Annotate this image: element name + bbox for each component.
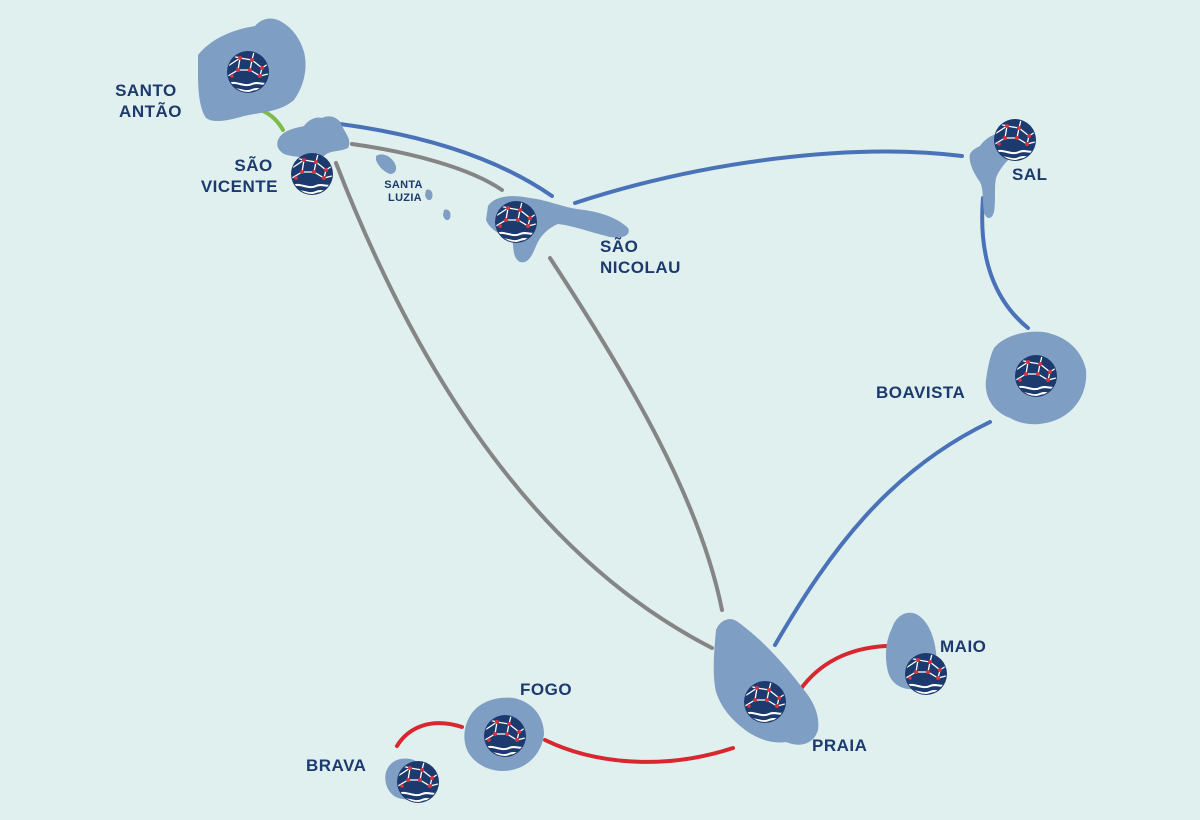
route-sao-nicolau-sal — [573, 149, 964, 205]
route-sao-vicente-praia — [334, 161, 714, 650]
label-praia: PRAIA — [812, 736, 867, 755]
route-fogo-brava — [395, 721, 464, 748]
route-sao-vicente-sao-nicolau-grey — [350, 142, 504, 192]
label-brava: BRAVA — [306, 756, 366, 775]
ferry-routes — [253, 106, 1030, 764]
globe-wave-network-icon — [905, 653, 948, 695]
island-labels: SANTO ANTÃO SÃO VICENTE SANTA LUZIA SÃO … — [115, 81, 1047, 775]
label-santo-antao: SANTO ANTÃO — [115, 81, 182, 121]
label-sao-vicente: SÃO VICENTE — [201, 155, 278, 196]
label-boavista: BOAVISTA — [876, 383, 965, 402]
island-santa-luzia — [376, 154, 397, 174]
label-maio: MAIO — [940, 637, 986, 656]
label-fogo: FOGO — [520, 680, 572, 699]
route-boavista-praia — [773, 420, 992, 647]
route-sal-boavista — [980, 196, 1030, 330]
globe-wave-network-icon — [994, 119, 1037, 161]
route-praia-fogo — [543, 738, 735, 764]
label-sal: SAL — [1012, 165, 1048, 184]
island-badges — [227, 51, 1058, 803]
globe-wave-network-icon — [397, 761, 440, 803]
label-sao-nicolau: SÃO NICOLAU — [600, 236, 681, 277]
globe-wave-network-icon — [291, 153, 334, 195]
island-sao-vicente — [277, 116, 350, 158]
route-sao-nicolau-praia — [548, 256, 724, 612]
route-sao-vicente-sao-nicolau-blue — [338, 122, 554, 198]
route-praia-maio — [798, 644, 888, 692]
label-santa-luzia: SANTA LUZIA — [384, 179, 426, 204]
islet-raso — [443, 209, 451, 221]
islet-branco — [425, 189, 433, 201]
